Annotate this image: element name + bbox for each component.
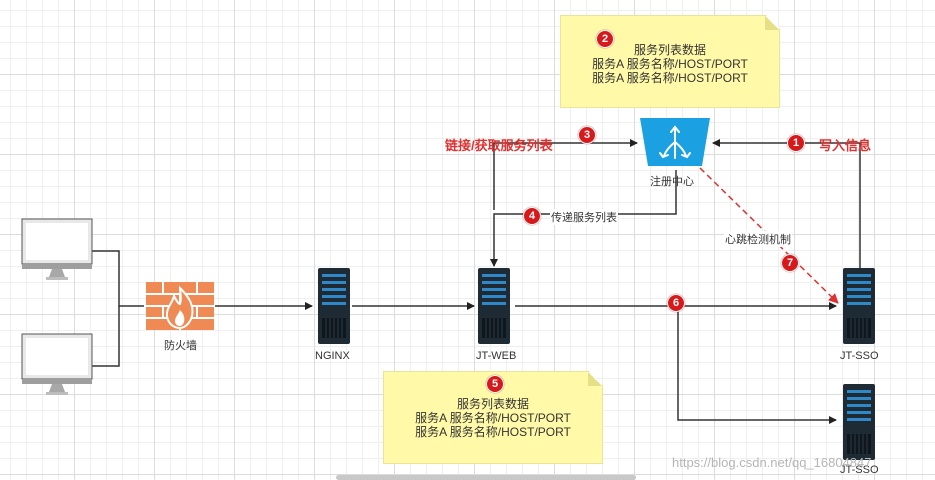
note-line: 服务A 服务名称/HOST/PORT [592,57,748,71]
badge-6: 6 [667,294,685,312]
server-icon [318,268,350,344]
edge-write-info [712,139,861,270]
note-title: 服务列表数据 [456,397,529,411]
server-icon [843,268,875,344]
jt-sso-label: JT-SSO [840,464,879,476]
note-title: 服务列表数据 [633,43,706,57]
badge-3: 3 [578,126,596,144]
service-list-note-top: 服务列表数据 服务A 服务名称/HOST/PORT 服务A 服务名称/HOST/… [560,15,780,108]
badge-5: 5 [486,375,504,393]
server-icon [478,268,510,344]
edge-pc1-to-firewall [92,250,144,307]
server-icon [843,384,875,460]
horizontal-scrollbar[interactable] [336,475,636,480]
note-line: 服务A 服务名称/HOST/PORT [415,411,571,425]
badge-2: 2 [596,30,614,48]
badge-1: 1 [787,134,805,152]
edge-heartbeat [699,167,839,304]
note-line: 服务A 服务名称/HOST/PORT [592,71,748,85]
jt-sso-label: JT-SSO [840,350,879,362]
heartbeat-label: 心跳检测机制 [724,231,792,247]
registry-icon [640,118,710,166]
computer-icon [21,333,93,395]
firewall-label: 防火墙 [164,340,197,352]
write-info-label: 写入信息 [819,138,872,153]
firewall-icon [146,282,214,330]
edge-pc2-to-firewall [92,306,120,367]
computer-icon [21,218,93,280]
fetch-list-label: 链接/获取服务列表 [445,138,553,153]
jt-web-label: JT-WEB [476,350,517,362]
note-line: 服务A 服务名称/HOST/PORT [415,425,571,439]
nginx-label: NGINX [315,350,350,362]
registry-label: 注册中心 [650,176,694,188]
pass-list-label: 传递服务列表 [550,209,618,225]
badge-7: 7 [781,254,799,272]
watermark: https://blog.csdn.net/qq_16804847 [672,455,872,470]
edge-route-to-jtsso2 [677,306,837,424]
edge-fetch-list [493,142,578,210]
badge-4: 4 [523,207,541,225]
